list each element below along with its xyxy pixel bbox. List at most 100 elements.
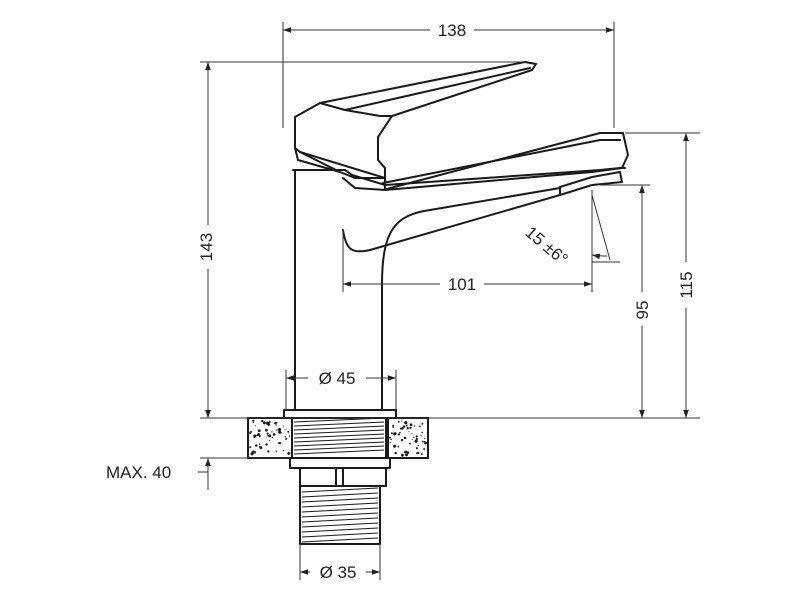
lever-base-line bbox=[299, 151, 386, 179]
speckle-dot bbox=[402, 425, 406, 428]
speckle-dot bbox=[413, 437, 415, 439]
thread-hatching bbox=[293, 417, 385, 543]
angle-arc bbox=[591, 253, 608, 260]
countertop-sections bbox=[247, 417, 429, 459]
lock-nut bbox=[289, 457, 391, 469]
speckle-dot bbox=[265, 428, 268, 432]
speckle-dot bbox=[268, 434, 272, 438]
speckle-dot bbox=[253, 436, 256, 439]
aerator-outlet bbox=[559, 171, 623, 196]
speckle-dot bbox=[408, 430, 410, 432]
spout-underside bbox=[342, 194, 561, 253]
speckle-dot bbox=[394, 451, 397, 455]
speckle-dot bbox=[268, 439, 271, 441]
speckle-dot bbox=[252, 419, 255, 422]
speckle-dot bbox=[425, 443, 427, 445]
speckle-dot bbox=[403, 451, 407, 454]
speckle-dot bbox=[257, 429, 261, 433]
lower-thread bbox=[299, 485, 381, 545]
speckle-dot bbox=[421, 440, 424, 443]
speckle-dot bbox=[400, 427, 403, 430]
speckle-dot bbox=[259, 446, 263, 450]
speckle-dot bbox=[267, 423, 271, 426]
speckle-dot bbox=[253, 451, 257, 454]
speckle-dot bbox=[411, 438, 413, 441]
faucet-body bbox=[292, 132, 629, 411]
speckle-dot bbox=[406, 427, 409, 430]
speckle-dot bbox=[284, 436, 287, 438]
label-max-countertop: MAX. 40 bbox=[106, 463, 171, 482]
speckle-dot bbox=[287, 430, 290, 433]
speckle-dot bbox=[397, 420, 400, 423]
speckle-dot bbox=[268, 421, 271, 424]
speckle-dot bbox=[423, 437, 426, 440]
speckle-dot bbox=[271, 431, 273, 433]
spout-edge-line bbox=[382, 139, 621, 184]
speckle-dot bbox=[261, 419, 264, 423]
lever-base-curve bbox=[294, 147, 341, 173]
speckle-dot bbox=[278, 430, 282, 434]
speckle-dot bbox=[404, 421, 408, 425]
speckle-dot bbox=[389, 441, 391, 443]
speckle-dot bbox=[287, 451, 291, 455]
speckle-dot bbox=[252, 452, 254, 455]
speckle-dot bbox=[267, 435, 269, 437]
lever-outline bbox=[294, 61, 537, 179]
speckle-dot bbox=[255, 425, 256, 427]
speckle-dot bbox=[276, 429, 278, 431]
speckle-dot bbox=[266, 432, 269, 435]
dimension-lines bbox=[198, 22, 700, 580]
base-flange bbox=[283, 409, 397, 419]
speckle-dot bbox=[257, 432, 260, 436]
nut-detail bbox=[299, 468, 387, 487]
label-spout-projection: 101 bbox=[448, 275, 476, 294]
speckle-dot bbox=[252, 421, 254, 424]
speckle-dot bbox=[277, 428, 282, 432]
speckle-dot bbox=[272, 433, 276, 436]
speckle-dot bbox=[390, 432, 393, 435]
lever-joint bbox=[342, 177, 386, 191]
speckle-dot bbox=[389, 436, 391, 439]
speckle-dot bbox=[405, 453, 408, 457]
speckle-dot bbox=[411, 433, 413, 435]
speckle-dot bbox=[401, 453, 404, 457]
speckle-dot bbox=[271, 436, 274, 439]
speckle-dot bbox=[258, 434, 261, 438]
speckle-dot bbox=[265, 443, 268, 446]
speckle-dot bbox=[397, 433, 399, 435]
speckle-dot bbox=[419, 425, 421, 428]
label-spout-height: 95 bbox=[633, 301, 652, 320]
speckle-dot bbox=[258, 443, 261, 445]
label-lever-height: 115 bbox=[677, 271, 696, 298]
speckle-dot bbox=[393, 432, 397, 436]
label-overall-width: 138 bbox=[438, 21, 466, 40]
dimension-labels: 138 143 101 95 115 Ø 45 Ø 35 MAX. 40 15 … bbox=[106, 18, 698, 584]
speckle-dot bbox=[392, 424, 395, 427]
label-body-diameter: Ø 45 bbox=[319, 369, 356, 388]
speckle-dot bbox=[285, 428, 287, 431]
countertop-right bbox=[387, 417, 429, 459]
speckle-dot bbox=[249, 446, 252, 449]
lever-top-line bbox=[319, 67, 531, 111]
speckle-dot bbox=[403, 436, 407, 440]
label-thread-diameter: Ø 35 bbox=[320, 563, 357, 582]
speckle-dot bbox=[285, 438, 288, 440]
speckle-dot bbox=[282, 449, 284, 452]
spout-upper bbox=[382, 132, 629, 191]
speckle-dot bbox=[413, 425, 416, 427]
speckle-dot bbox=[262, 421, 266, 425]
label-angle: 15 ±6° bbox=[522, 223, 572, 269]
speckle-dot bbox=[282, 425, 284, 427]
speckle-dot bbox=[417, 444, 420, 447]
speckle-dot bbox=[415, 435, 418, 438]
speckle-dot bbox=[274, 422, 276, 425]
speckle-dot bbox=[288, 435, 291, 437]
speckle-dot bbox=[275, 450, 278, 453]
speckle-dot bbox=[400, 438, 404, 442]
body-column-inner bbox=[381, 187, 561, 411]
speckle-dot bbox=[277, 442, 280, 444]
label-overall-height: 143 bbox=[197, 233, 216, 261]
speckle-dot bbox=[423, 441, 426, 443]
speckle-dot bbox=[249, 431, 252, 435]
